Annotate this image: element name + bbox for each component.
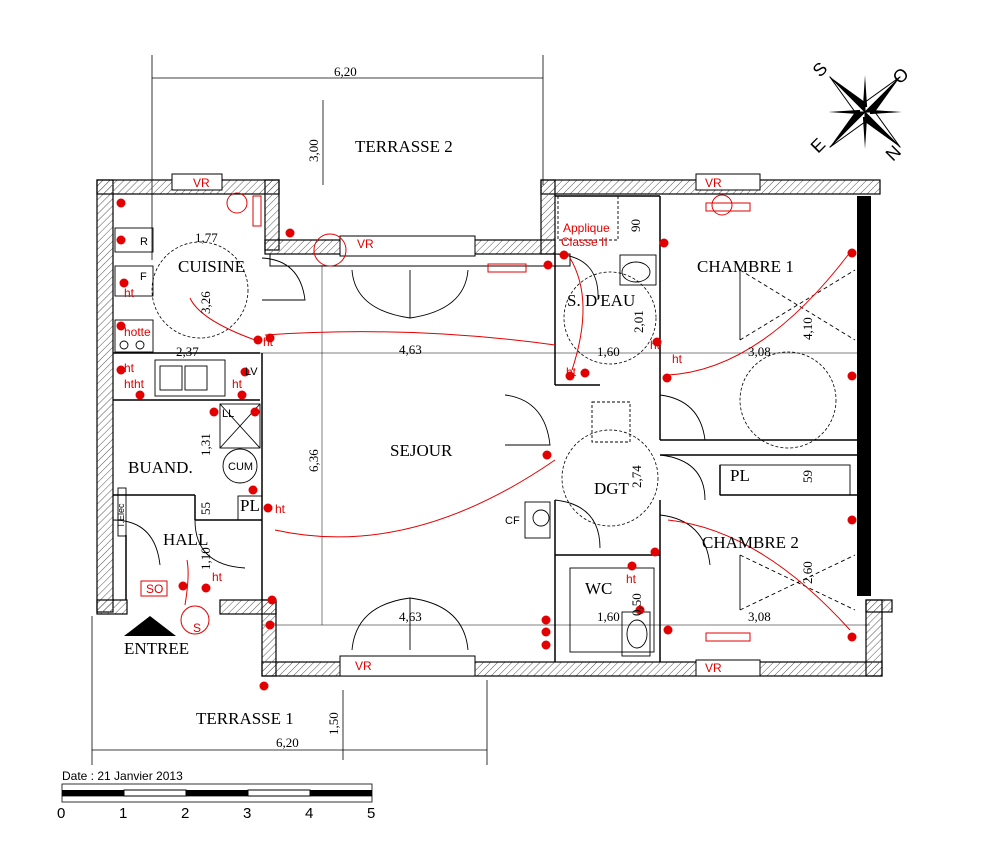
label-chambre-2: CHAMBRE 2 [702, 533, 799, 552]
fixture-lv: LV [245, 366, 258, 378]
label-entree: ENTREE [124, 639, 189, 658]
label-wc: WC [585, 579, 612, 598]
fixture-f: F [140, 271, 147, 283]
dim-chambre2-w: 3,08 [748, 609, 771, 624]
so-box [140, 580, 168, 597]
hotte-label: hotte [124, 325, 151, 339]
ht-wc: ht [626, 572, 637, 586]
dim-chambre1-d: 4,10 [800, 317, 815, 340]
applique-line-2: Classe II [561, 235, 608, 249]
fixture-r: R [140, 236, 148, 248]
electrical-wiring [180, 192, 851, 635]
fixture-ll: LL [222, 408, 234, 420]
dim-cuisine-d: 3,26 [198, 291, 213, 314]
radiators [252, 195, 751, 642]
ht-entree: ht [212, 570, 223, 584]
ht-cuisine: ht [124, 286, 135, 300]
label-sdeau: S. D'EAU [567, 291, 635, 310]
applique-line-1: Applique [563, 221, 610, 235]
dim-chambre2-d: 2,60 [800, 561, 815, 584]
dim-hall-pl: 55 [198, 502, 213, 515]
vr-cuisine: VR [193, 176, 210, 190]
label-sejour: SEJOUR [390, 441, 453, 460]
electrical-outlets [116, 198, 857, 691]
fixtures [114, 195, 856, 657]
ht-kitchen-2: ht [124, 361, 135, 375]
htht-label: htht [124, 377, 145, 391]
compass-s: S [809, 58, 832, 81]
fixture-cum: CUM [228, 461, 253, 473]
dim-sejour-bottom: 4,63 [399, 609, 422, 624]
scale-tick-5: 5 [367, 805, 375, 822]
dim-pl-d: 59 [800, 470, 815, 483]
dim-buand-d: 1,31 [198, 433, 213, 456]
scale-tick-4: 4 [305, 805, 313, 822]
dim-cuisine-w: 1,77 [195, 230, 218, 245]
ht-sdeau-1: ht [650, 338, 661, 352]
scale-tick-0: 0 [57, 805, 65, 822]
turning-circles [151, 241, 837, 527]
fixture-cf: CF [505, 515, 520, 527]
interior-walls [113, 195, 866, 662]
label-pl-chambre: PL [730, 466, 750, 485]
dim-sdeau-w: 1,60 [597, 344, 620, 359]
dim-chambre1-w: 3,08 [748, 344, 771, 359]
dim-sejour-d: 6,36 [306, 449, 321, 472]
entrance-arrow [124, 616, 176, 636]
door-swings [112, 253, 741, 651]
bay-windows [171, 173, 761, 677]
vr-sejour-top: VR [357, 237, 374, 251]
dim-cuisine-w2: 2,37 [176, 344, 199, 359]
compass-n: N [882, 141, 905, 164]
scale-tick-3: 3 [243, 805, 251, 822]
dim-t2-width: 6,20 [334, 64, 357, 79]
dim-t1-width: 6,20 [276, 735, 299, 750]
compass-e: E [807, 134, 830, 157]
dim-t1-depth: 1,50 [326, 712, 341, 735]
label-pl-hall: PL [240, 496, 260, 515]
scale-bar [61, 783, 373, 803]
dim-wc-w: 1,60 [597, 609, 620, 624]
plan-date: Date : 21 Janvier 2013 [62, 769, 183, 783]
vr-sejour-bottom: VR [355, 659, 372, 673]
label-terrasse-1: TERRASSE 1 [196, 709, 294, 728]
dimension-lines [91, 55, 870, 765]
dim-wc-d: 0,50 [629, 593, 644, 616]
fixture-telec: T.Elec [116, 503, 126, 528]
dim-dgt-d: 2,74 [629, 465, 644, 488]
ht-lv: ht [232, 377, 243, 391]
label-chambre-1: CHAMBRE 1 [697, 257, 794, 276]
vr-chambre2: VR [705, 661, 722, 675]
dim-sdeau-top: 90 [628, 219, 643, 232]
vr-chambre1: VR [705, 176, 722, 190]
ht-hall: ht [275, 502, 286, 516]
scale-tick-2: 2 [181, 805, 189, 822]
dim-sejour-top: 4,63 [399, 342, 422, 357]
label-cuisine: CUISINE [178, 257, 245, 276]
dim-hall-d: 1,10 [198, 547, 213, 570]
compass-rose [828, 75, 902, 149]
ht-chambre1: ht [672, 352, 683, 366]
dim-t2-depth: 3,00 [306, 139, 321, 162]
label-dgt: DGT [594, 479, 630, 498]
right-wall [857, 196, 871, 596]
label-hall: HALL [163, 530, 208, 549]
s-label: S [193, 621, 201, 635]
ht-sdeau-2: ht [566, 365, 577, 379]
ht-sejour-left: ht [263, 335, 274, 349]
scale-tick-1: 1 [119, 805, 127, 822]
label-terrasse-2: TERRASSE 2 [355, 137, 453, 156]
so-label: SO [146, 582, 163, 596]
label-buanderie: BUAND. [128, 458, 193, 477]
dim-sdeau-d: 2,01 [631, 310, 646, 333]
